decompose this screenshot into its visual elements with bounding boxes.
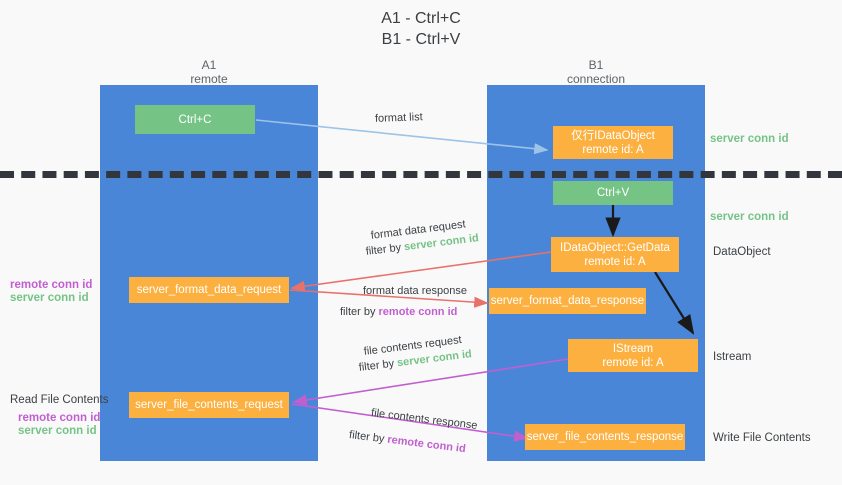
box-server-format-data-response[interactable]: server_format_data_response bbox=[489, 288, 646, 314]
box-idataobject-line1: 仅行IDataObject bbox=[571, 129, 655, 142]
arrow-label-file-contents-response: file contents response bbox=[370, 406, 479, 432]
left-label-server-conn-id-2: server conn id bbox=[18, 425, 97, 437]
right-label-write-file-contents: Write File Contents bbox=[713, 432, 811, 444]
column-header-a1-sub: remote bbox=[190, 72, 228, 86]
column-header-b1-name: B1 bbox=[588, 58, 604, 72]
phase-divider-dashed-line bbox=[0, 171, 842, 178]
arrow-label-format-data-response: format data response bbox=[363, 285, 467, 297]
box-server-file-contents-request[interactable]: server_file_contents_request bbox=[129, 392, 289, 418]
filter-prefix: filter by bbox=[358, 357, 398, 374]
column-header-a1-name: A1 bbox=[201, 58, 217, 72]
box-istream-line2: remote id: A bbox=[602, 356, 664, 369]
box-istream[interactable]: IStream remote id: A bbox=[568, 339, 698, 372]
box-server-format-data-response-label: server_format_data_response bbox=[490, 295, 645, 307]
right-label-server-conn-id-top: server conn id bbox=[710, 133, 789, 145]
box-ctrl-c[interactable]: Ctrl+C bbox=[135, 105, 255, 134]
box-idataobject-getdata[interactable]: IDataObject::GetData remote id: A bbox=[551, 237, 679, 272]
right-label-istream: Istream bbox=[713, 351, 752, 363]
box-istream-line1: IStream bbox=[612, 342, 654, 355]
filter-key-remote-conn-id: remote conn id bbox=[386, 433, 467, 456]
box-server-file-contents-response[interactable]: server_file_contents_response bbox=[525, 424, 685, 450]
column-header-a1: A1 remote bbox=[129, 58, 289, 86]
box-getdata-line2: remote id: A bbox=[584, 255, 646, 268]
right-label-dataobject: DataObject bbox=[713, 246, 771, 258]
box-idataobject[interactable]: 仅行IDataObject remote id: A bbox=[553, 126, 673, 159]
column-header-b1-sub: connection bbox=[566, 72, 626, 86]
box-server-file-contents-request-label: server_file_contents_request bbox=[135, 399, 283, 411]
left-label-read-file-contents: Read File Contents bbox=[10, 394, 109, 406]
diagram-title: A1 - Ctrl+C B1 - Ctrl+V bbox=[0, 8, 842, 50]
filter-prefix: filter by bbox=[365, 241, 405, 258]
filter-prefix: filter by bbox=[348, 428, 389, 446]
box-server-file-contents-response-label: server_file_contents_response bbox=[526, 431, 684, 443]
left-label-server-conn-id-1: server conn id bbox=[10, 292, 89, 304]
box-ctrl-v-label: Ctrl+V bbox=[596, 187, 630, 199]
column-header-b1: B1 connection bbox=[516, 58, 676, 86]
box-ctrl-c-label: Ctrl+C bbox=[178, 113, 212, 126]
filter-key-remote-conn-id: remote conn id bbox=[378, 306, 458, 318]
box-server-format-data-request-label: server_format_data_request bbox=[136, 284, 282, 296]
arrow-label-format-list: format list bbox=[374, 111, 423, 125]
arrow-label-format-data-response-filter: filter by remote conn id bbox=[340, 305, 457, 320]
box-server-format-data-request[interactable]: server_format_data_request bbox=[129, 277, 289, 303]
right-label-server-conn-id-mid: server conn id bbox=[710, 211, 789, 223]
filter-prefix: filter by bbox=[340, 306, 379, 318]
arrow-label-file-contents-response-filter: filter by remote conn id bbox=[348, 428, 466, 457]
title-line-2: B1 - Ctrl+V bbox=[381, 31, 461, 48]
left-label-remote-conn-id-1: remote conn id bbox=[10, 279, 93, 291]
box-getdata-line1: IDataObject::GetData bbox=[560, 241, 670, 254]
title-line-1: A1 - Ctrl+C bbox=[381, 10, 461, 27]
box-idataobject-line2: remote id: A bbox=[582, 143, 644, 156]
left-label-remote-conn-id-2: remote conn id bbox=[18, 412, 101, 424]
box-ctrl-v[interactable]: Ctrl+V bbox=[553, 181, 673, 205]
